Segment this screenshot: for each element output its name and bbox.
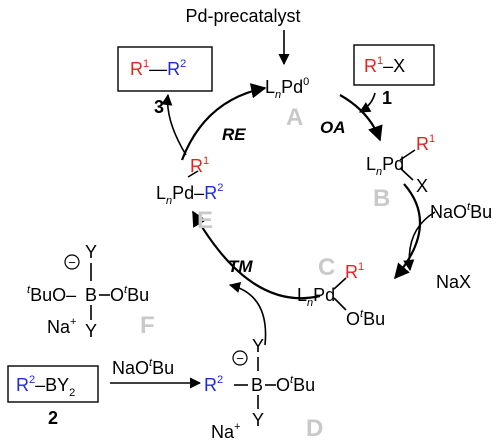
f-minus: −	[68, 255, 76, 270]
borate-to-f-arrow	[228, 282, 267, 346]
f-charge-circle	[64, 254, 80, 270]
d-otbu: OtBu	[276, 374, 315, 395]
species-d-letter: D	[306, 415, 323, 442]
activation-base: NaOtBu	[112, 357, 174, 378]
boron-reagent-number: 2	[48, 408, 58, 428]
c-otbu: OtBu	[346, 308, 385, 329]
step-re: RE	[222, 125, 246, 144]
b-bond-x	[399, 167, 414, 181]
e-bond-r1	[187, 170, 199, 178]
product-box	[117, 46, 213, 92]
boron-reagent-box	[7, 365, 99, 403]
e-r1: R1	[190, 155, 209, 176]
f-otbu-right: OtBu	[110, 284, 149, 305]
species-a-letter: A	[286, 104, 303, 131]
substrate-box	[353, 44, 435, 86]
f-boron: B	[85, 285, 97, 305]
d-y-bottom: Y	[252, 410, 264, 430]
species-a-formula: LnPd0	[265, 76, 309, 101]
b-x: X	[416, 176, 428, 196]
species-f-letter: F	[140, 312, 155, 339]
species-e-letter: E	[197, 207, 213, 234]
substrate-number: 1	[382, 88, 392, 108]
d-r2: R2	[204, 374, 223, 395]
precatalyst-label: Pd-precatalyst	[185, 6, 300, 26]
substrate-formula: R1–X	[364, 55, 405, 76]
nax-byproduct: NaX	[436, 272, 471, 292]
species-b-formula: LnPd	[366, 154, 404, 178]
b-r1: R1	[416, 133, 435, 154]
c-bond-ot	[333, 297, 347, 311]
species-c-letter: C	[318, 254, 335, 281]
f-otbu-left: tBuO–	[27, 284, 76, 305]
step-tm: TM	[228, 257, 253, 276]
b-bond-r1	[399, 149, 416, 161]
tm-arrow	[192, 210, 321, 300]
d-y-top: Y	[252, 336, 264, 356]
step-oa: OA	[320, 118, 346, 137]
d-charge-circle	[232, 350, 248, 366]
f-y-top: Y	[85, 242, 97, 262]
d-boron: B	[251, 375, 263, 395]
naotbu-in-arrow	[403, 211, 436, 272]
product-number: 3	[154, 97, 164, 117]
c-bond-r1	[333, 277, 347, 290]
boron-reagent-formula: R2–BY2	[16, 374, 75, 399]
f-na: Na+	[47, 316, 76, 337]
species-e-formula: LnPd–R2	[156, 182, 223, 207]
product-out-arrow	[161, 93, 187, 156]
species-b-letter: B	[373, 185, 390, 212]
substrate-1-arrow	[359, 92, 376, 113]
product-formula: R1—R2	[130, 58, 186, 79]
re-arrow	[180, 83, 267, 161]
species-c-formula: LnPd	[297, 285, 335, 309]
oa-arrow	[339, 94, 383, 142]
d-na: Na+	[211, 421, 240, 442]
c-r1: R1	[345, 261, 364, 282]
d-minus: −	[236, 351, 244, 366]
f-y-bottom: Y	[85, 321, 97, 341]
base-reagent: NaOtBu	[430, 201, 492, 222]
